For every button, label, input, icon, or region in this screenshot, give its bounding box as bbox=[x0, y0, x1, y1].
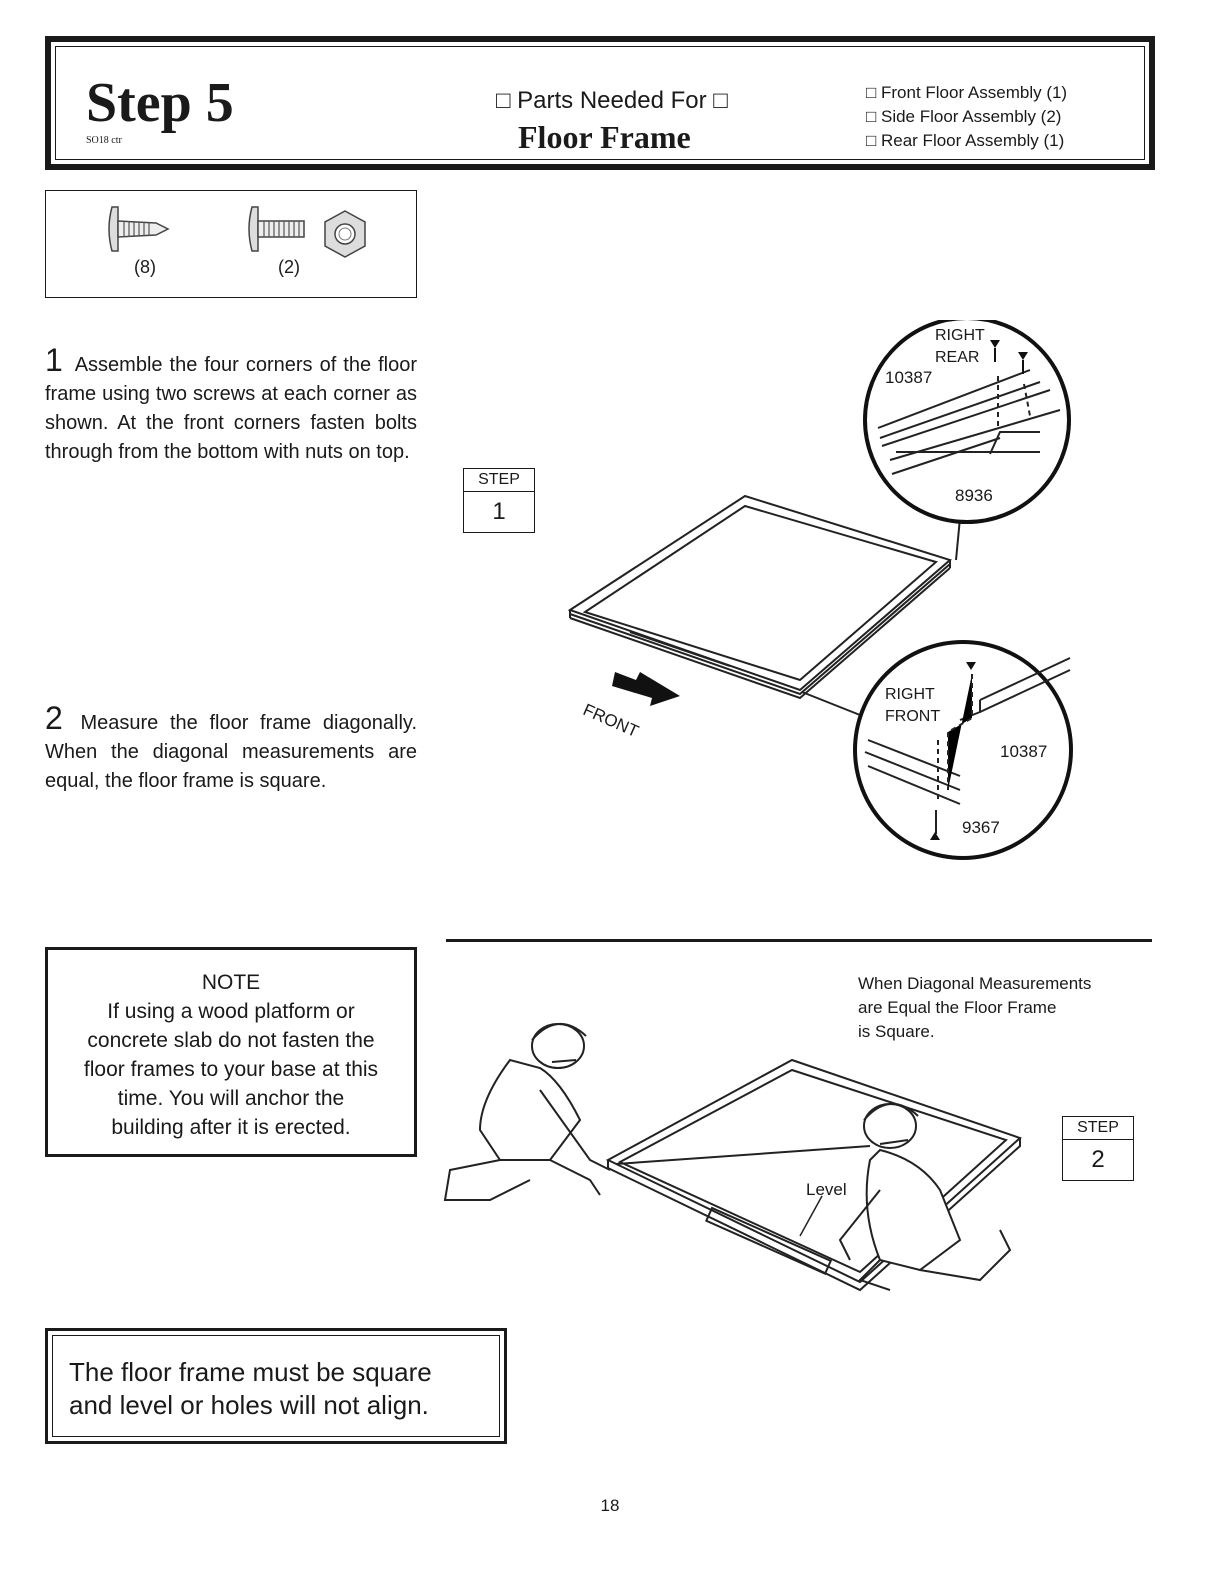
badge-value: 2 bbox=[1091, 1146, 1105, 1173]
step-header: Step 5 SO18 ctr □ Parts Needed For □ Flo… bbox=[45, 36, 1155, 170]
parts-title: Floor Frame bbox=[518, 119, 691, 155]
instruction-number: 2 bbox=[45, 700, 63, 736]
note-line: If using a wood platform or bbox=[107, 1000, 355, 1023]
instruction-text: Measure the floor frame diagonally. When… bbox=[45, 712, 417, 792]
level-label: Level bbox=[806, 1180, 847, 1199]
caption-line: is Square. bbox=[858, 1022, 935, 1041]
instruction-1: 1 Assemble the four corners of the floor… bbox=[45, 344, 418, 467]
badge-value: 1 bbox=[492, 498, 506, 525]
instruction-2: 2 Measure the floor frame diagonally. Wh… bbox=[45, 702, 417, 796]
front-detail-label: RIGHT FRONT bbox=[885, 684, 940, 728]
rear-part-number-a: 10387 bbox=[885, 368, 933, 387]
page-number: 18 bbox=[600, 1496, 620, 1515]
parts-list-item: □ Front Floor Assembly (1) bbox=[866, 83, 1068, 102]
screw-icon bbox=[108, 206, 170, 252]
instruction-number: 1 bbox=[45, 342, 63, 378]
warning-inner: The floor frame must be square and level… bbox=[52, 1335, 500, 1437]
bolt-count: (2) bbox=[278, 257, 300, 277]
step-1-badge: STEP 1 bbox=[463, 468, 535, 533]
step-2-badge: STEP 2 bbox=[1062, 1116, 1134, 1181]
note-line: building after it is erected. bbox=[111, 1116, 351, 1139]
caption-line: When Diagonal Measurements bbox=[858, 974, 1092, 993]
parts-list: □ Front Floor Assembly (1) □ Side Floor … bbox=[866, 81, 1067, 153]
warning-line: and level or holes will not align. bbox=[69, 1390, 429, 1420]
step-code: SO18 ctr bbox=[86, 135, 122, 146]
worker-left bbox=[443, 1022, 611, 1201]
hardware-box: (8) (2) bbox=[45, 190, 417, 298]
front-detail-circle bbox=[853, 640, 1073, 860]
instruction-text: Assemble the four corners of the floor f… bbox=[45, 354, 418, 463]
badge-label: STEP bbox=[1063, 1117, 1133, 1140]
rear-part-number-b: 8936 bbox=[955, 486, 993, 505]
front-arrow-icon bbox=[612, 672, 680, 706]
parts-list-item: □ Rear Floor Assembly (1) bbox=[866, 131, 1065, 150]
bolt-icon bbox=[248, 206, 305, 252]
front-part-number-b: 9367 bbox=[962, 818, 1000, 837]
note-line: time. You will anchor the bbox=[117, 1087, 345, 1110]
note-title: NOTE bbox=[201, 971, 261, 994]
caption-line: are Equal the Floor Frame bbox=[858, 998, 1057, 1017]
front-detail-label-line: RIGHT bbox=[885, 686, 935, 703]
rear-detail-label: RIGHT REAR bbox=[935, 325, 985, 369]
rear-detail-label-line: RIGHT bbox=[935, 327, 985, 344]
hex-nut-icon bbox=[324, 210, 366, 258]
note-line: floor frames to your base at this bbox=[83, 1058, 379, 1081]
warning-line: The floor frame must be square bbox=[69, 1357, 432, 1387]
section-divider bbox=[446, 939, 1152, 942]
parts-needed-label: □ Parts Needed For □ bbox=[496, 87, 728, 114]
front-detail-label-line: FRONT bbox=[885, 708, 941, 725]
screw-count: (8) bbox=[134, 257, 156, 277]
rear-detail-label-line: REAR bbox=[935, 349, 980, 366]
measuring-diagram bbox=[443, 1022, 1022, 1292]
badge-label: STEP bbox=[464, 469, 534, 492]
floor-frame-diagram bbox=[567, 320, 1073, 860]
worker-right bbox=[838, 1102, 1012, 1291]
rear-detail-circle bbox=[863, 320, 1071, 524]
diagonal-caption: When Diagonal Measurements are Equal the… bbox=[858, 972, 1091, 1044]
parts-list-item: □ Side Floor Assembly (2) bbox=[866, 107, 1062, 126]
front-part-number-a: 10387 bbox=[1000, 742, 1048, 761]
warning-box: The floor frame must be square and level… bbox=[45, 1328, 507, 1444]
header-inner-border: Step 5 SO18 ctr □ Parts Needed For □ Flo… bbox=[55, 46, 1145, 160]
note-line: concrete slab do not fasten the bbox=[87, 1029, 375, 1052]
note-box: NOTE If using a wood platform or concret… bbox=[45, 947, 417, 1157]
step-title: Step 5 bbox=[86, 72, 234, 134]
